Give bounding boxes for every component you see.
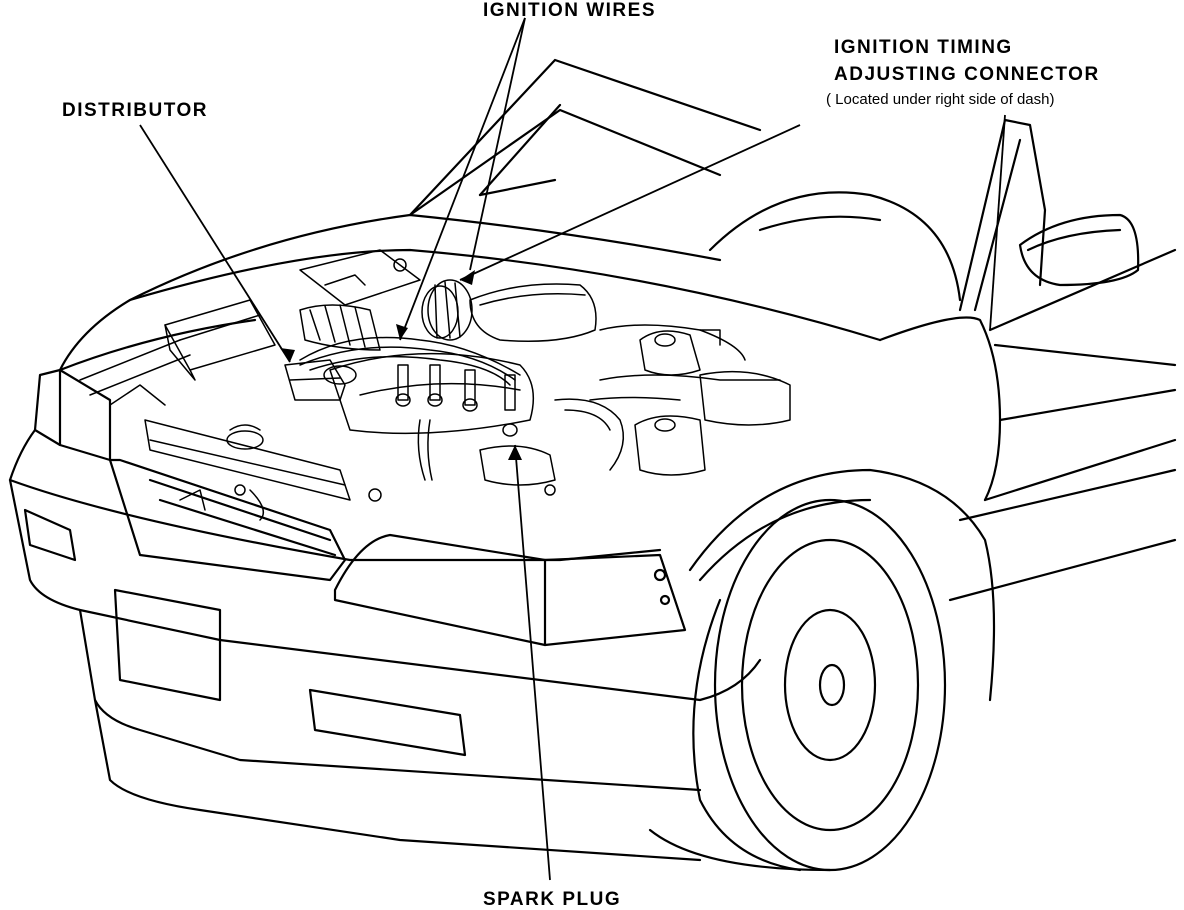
label-ignition-timing-line2: ADJUSTING CONNECTOR (834, 64, 1100, 85)
leader-ignition-wires-2 (469, 17, 526, 271)
label-spark-plug: SPARK PLUG (483, 889, 622, 910)
leader-distributor (139, 124, 291, 363)
leader-ignition-timing (459, 124, 801, 281)
leader-note-tick (989, 114, 1006, 331)
label-ignition-wires: IGNITION WIRES (483, 0, 656, 21)
car-body (8, 58, 1177, 872)
engine-components (79, 249, 791, 521)
label-ignition-timing-line1: IGNITION TIMING (834, 37, 1013, 58)
label-distributor: DISTRIBUTOR (62, 100, 208, 121)
callout-leaders (139, 17, 1006, 881)
label-ignition-timing-note: ( Located under right side of dash) (826, 91, 1055, 108)
leader-spark-plug (514, 444, 551, 881)
leader-ignition-wires (399, 17, 526, 341)
callout-arrowheads (280, 270, 522, 460)
